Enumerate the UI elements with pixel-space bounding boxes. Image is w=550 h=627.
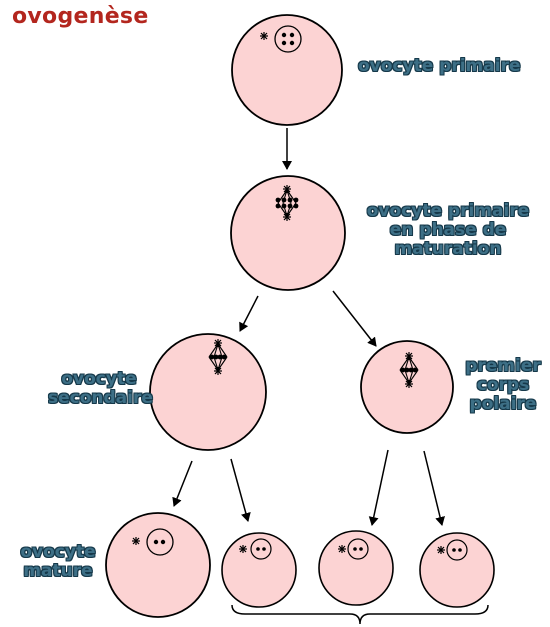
arrow-3d [423, 450, 445, 526]
label-line: corps [476, 375, 530, 395]
centrosome-icon [337, 544, 347, 554]
arrow-3c [368, 449, 389, 526]
diagram-title: ovogenèse [12, 4, 149, 29]
label-primary-oocyte: ovocyte primaire [358, 57, 520, 76]
label-secondary-oocyte: ovocyte secondaire [48, 369, 153, 408]
nucleus [146, 528, 174, 556]
nucleus [274, 25, 302, 53]
arrow-3a [172, 460, 193, 507]
secondary-oocyte-cell [149, 333, 267, 451]
label-line: secondaire [48, 388, 153, 408]
label-mature-oocyte: ovocyte mature [14, 543, 102, 581]
primary-oocyte-cell [231, 14, 343, 126]
label-first-polar-body: premier corps polaire [456, 357, 550, 414]
spindle-icon [400, 352, 418, 388]
mature-oocyte-cell [105, 512, 211, 618]
label-line: maturation [394, 239, 502, 259]
label-line: ovocyte primaire [358, 56, 521, 76]
label-line: mature [23, 561, 93, 581]
polar-body-cell [318, 530, 394, 606]
label-line: ovocyte [61, 369, 137, 389]
centrosome-icon [238, 544, 248, 554]
first-polar-body-cell [360, 340, 454, 434]
spindle-icon [275, 185, 299, 221]
centrosome-icon [259, 31, 269, 41]
label-line: ovocyte [20, 542, 96, 562]
polar-bodies-brace [231, 604, 489, 625]
polar-body-cell [419, 532, 495, 608]
maturing-oocyte-cell [230, 175, 346, 291]
arrow-2-left [239, 295, 259, 332]
arrow-2-right [332, 290, 377, 347]
polar-body-cell [221, 532, 297, 608]
centrosome-icon [131, 536, 141, 546]
centrosome-icon [436, 545, 446, 555]
spindle-icon [209, 339, 227, 375]
label-line: en phase de [389, 220, 507, 240]
arrow-3b [230, 458, 251, 522]
label-line: polaire [469, 394, 537, 414]
label-line: premier [465, 356, 541, 376]
label-line: ovocyte primaire [366, 201, 530, 221]
label-maturing-oocyte: ovocyte primaire en phase de maturation [350, 202, 546, 259]
